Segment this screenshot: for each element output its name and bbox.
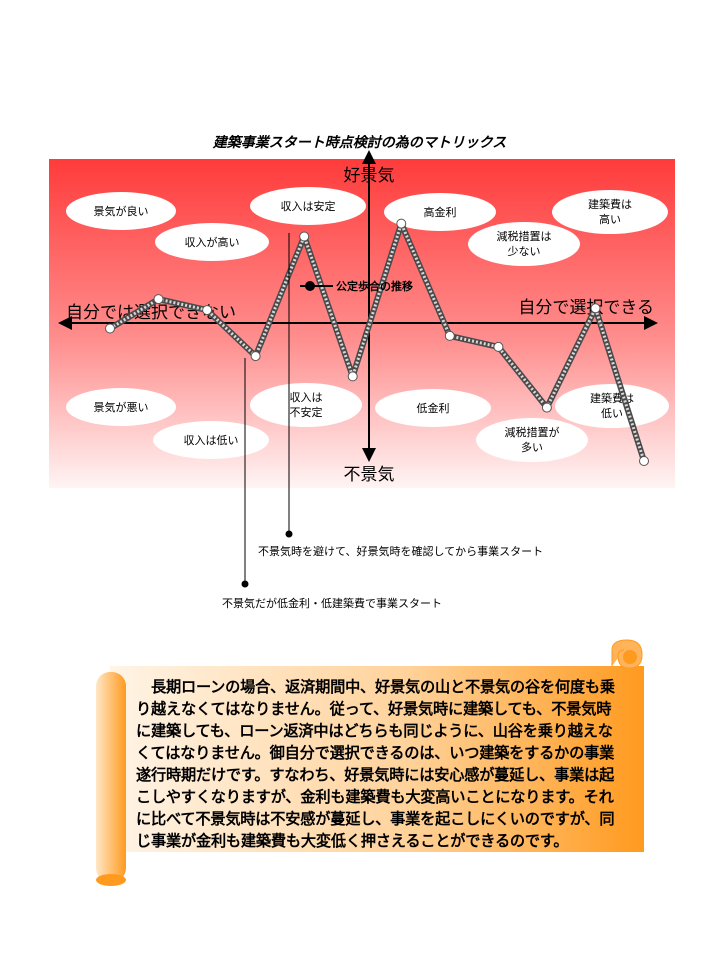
oval-label-line2: 少ない	[508, 245, 541, 258]
oval-genzei-sukunai: 減税措置は 少ない	[468, 222, 580, 266]
axis-arrow-right	[644, 316, 658, 330]
oval-label: 景気が悪い	[94, 400, 149, 414]
series-point-9	[541, 402, 552, 413]
scroll-banner	[96, 639, 644, 886]
scroll-left-roll	[96, 672, 126, 882]
oval-label-line2: 不安定	[290, 405, 323, 419]
series-point-4	[299, 231, 310, 242]
legend: 公定歩合の推移	[300, 279, 413, 293]
leader-dot-second	[241, 580, 249, 588]
oval-label-line2: 多い	[521, 440, 543, 454]
rate-series	[105, 218, 649, 466]
legend-label: 公定歩合の推移	[336, 279, 413, 293]
oval-label-line1: 減税措置は	[497, 229, 552, 243]
oval-label: 収入は低い	[184, 434, 239, 447]
series-point-2	[202, 305, 213, 316]
callout-leaders	[241, 233, 293, 588]
oval-keiki-warui: 景気が悪い	[66, 388, 176, 426]
axis-label-bottom: 不景気	[344, 465, 395, 485]
axis-label-top: 好景気	[344, 166, 395, 186]
leader-dot-first	[285, 530, 293, 538]
series-point-7	[444, 330, 455, 341]
oval-genzei-ooi: 減税措置が 多い	[476, 418, 588, 462]
oval-label: 高金利	[424, 205, 457, 219]
oval-kenchikuhi-hikui: 建築費は 低い	[555, 384, 669, 428]
axis-arrow-down	[362, 448, 376, 462]
series-point-11	[639, 456, 649, 466]
oval-label: 収入は安定	[281, 199, 336, 213]
series-point-0	[105, 323, 115, 334]
scroll-text: 長期ローンの場合、返済期間中、好景気の山と不景気の谷を何度も乗り越えなくてはなり…	[136, 678, 615, 850]
annotation-second: 不景気だが低金利・低建築費で事業スタート	[222, 596, 442, 610]
axis-label-right: 自分で選択できる	[518, 298, 654, 318]
oval-keiki-yoi: 景気が良い	[66, 192, 176, 230]
legend-marker	[305, 281, 315, 291]
series-point-10	[590, 303, 601, 314]
oval-shunyu-fuantei: 収入は 不安定	[250, 383, 362, 427]
oval-label-line1: 収入は	[290, 391, 323, 404]
series-point-3	[250, 351, 261, 362]
oval-shunyu-antei: 収入は安定	[250, 187, 366, 225]
series-line-outline	[108, 220, 647, 462]
oval-label: 低金利	[417, 401, 450, 415]
scroll-curl-knob	[623, 650, 637, 664]
diagram-title: 建築事業スタート時点検討の為のマトリックス	[212, 135, 507, 151]
oval-label: 収入が高い	[185, 235, 240, 249]
oval-shunyu-takai: 収入が高い	[155, 223, 269, 261]
oval-label-line1: 建築費は	[588, 197, 632, 211]
series-point-5	[347, 371, 358, 382]
oval-label-line2: 高い	[599, 212, 621, 226]
annotation-first: 不景気時を避けて、好景気時を確認してから事業スタート	[258, 544, 543, 558]
series-point-6	[396, 218, 407, 229]
axes	[58, 150, 658, 462]
oval-label-line2: 低い	[601, 407, 623, 420]
axis-arrow-left	[58, 316, 72, 330]
oval-teikinri: 低金利	[375, 389, 491, 427]
series-point-1	[153, 294, 164, 305]
axis-arrow-up	[362, 150, 376, 164]
oval-kenchikuhi-takai: 建築費は 高い	[552, 190, 668, 234]
oval-label: 景気が良い	[94, 204, 149, 218]
series-point-8	[493, 341, 504, 352]
oval-kokinri: 高金利	[384, 193, 496, 231]
scroll-body	[110, 666, 644, 852]
oval-label-line1: 減税措置が	[505, 425, 560, 439]
oval-shunyu-hikui: 収入は低い	[153, 421, 269, 459]
scroll-left-roll-end	[96, 874, 126, 886]
